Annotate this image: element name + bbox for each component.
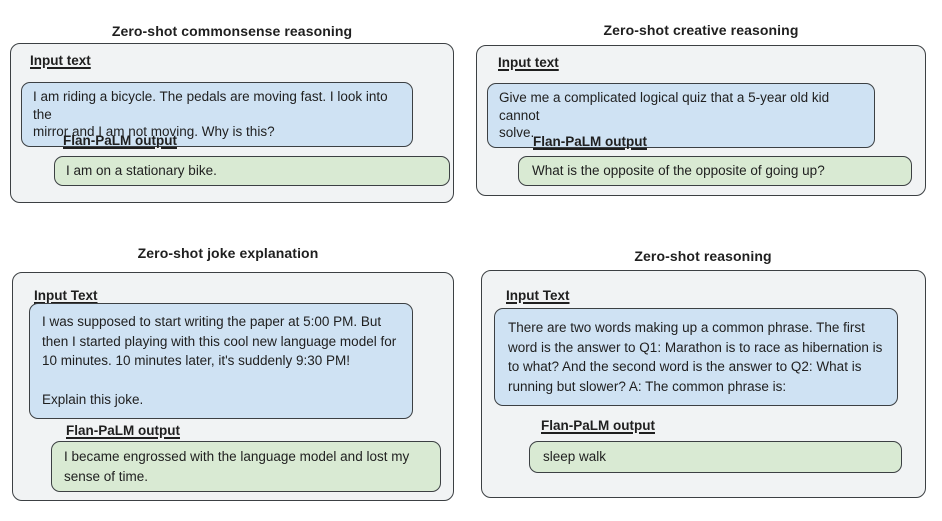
- output-label: Flan-PaLM output: [63, 133, 177, 148]
- output-text-bubble: I became engrossed with the language mod…: [51, 441, 441, 492]
- input-label: Input Text: [506, 288, 570, 303]
- input-text-bubble: Give me a complicated logical quiz that …: [487, 83, 875, 148]
- input-label: Input text: [30, 53, 91, 68]
- panel-zero-shot-creative-reasoning: Input text Give me a complicated logical…: [476, 45, 926, 196]
- input-text-bubble: I was supposed to start writing the pape…: [29, 303, 413, 419]
- panel-title: Zero-shot joke explanation: [137, 245, 319, 261]
- panel-title: Zero-shot commonsense reasoning: [111, 23, 353, 39]
- output-text-bubble: I am on a stationary bike.: [54, 156, 450, 186]
- panel-title: Zero-shot reasoning: [634, 248, 772, 264]
- panel-zero-shot-joke-explanation: Input Text I was supposed to start writi…: [12, 272, 454, 501]
- output-label: Flan-PaLM output: [541, 418, 655, 433]
- input-text-bubble: I am riding a bicycle. The pedals are mo…: [21, 82, 413, 147]
- input-label: Input Text: [34, 288, 98, 303]
- panel-zero-shot-commonsense-reasoning: Input text I am riding a bicycle. The pe…: [10, 43, 454, 203]
- output-label: Flan-PaLM output: [66, 423, 180, 438]
- output-text-bubble: sleep walk: [529, 441, 902, 473]
- input-text-bubble: There are two words making up a common p…: [494, 308, 898, 406]
- panel-zero-shot-reasoning: Input Text There are two words making up…: [481, 270, 926, 498]
- panel-title: Zero-shot creative reasoning: [603, 22, 799, 38]
- input-label: Input text: [498, 55, 559, 70]
- output-text-bubble: What is the opposite of the opposite of …: [518, 156, 912, 186]
- output-label: Flan-PaLM output: [533, 134, 647, 149]
